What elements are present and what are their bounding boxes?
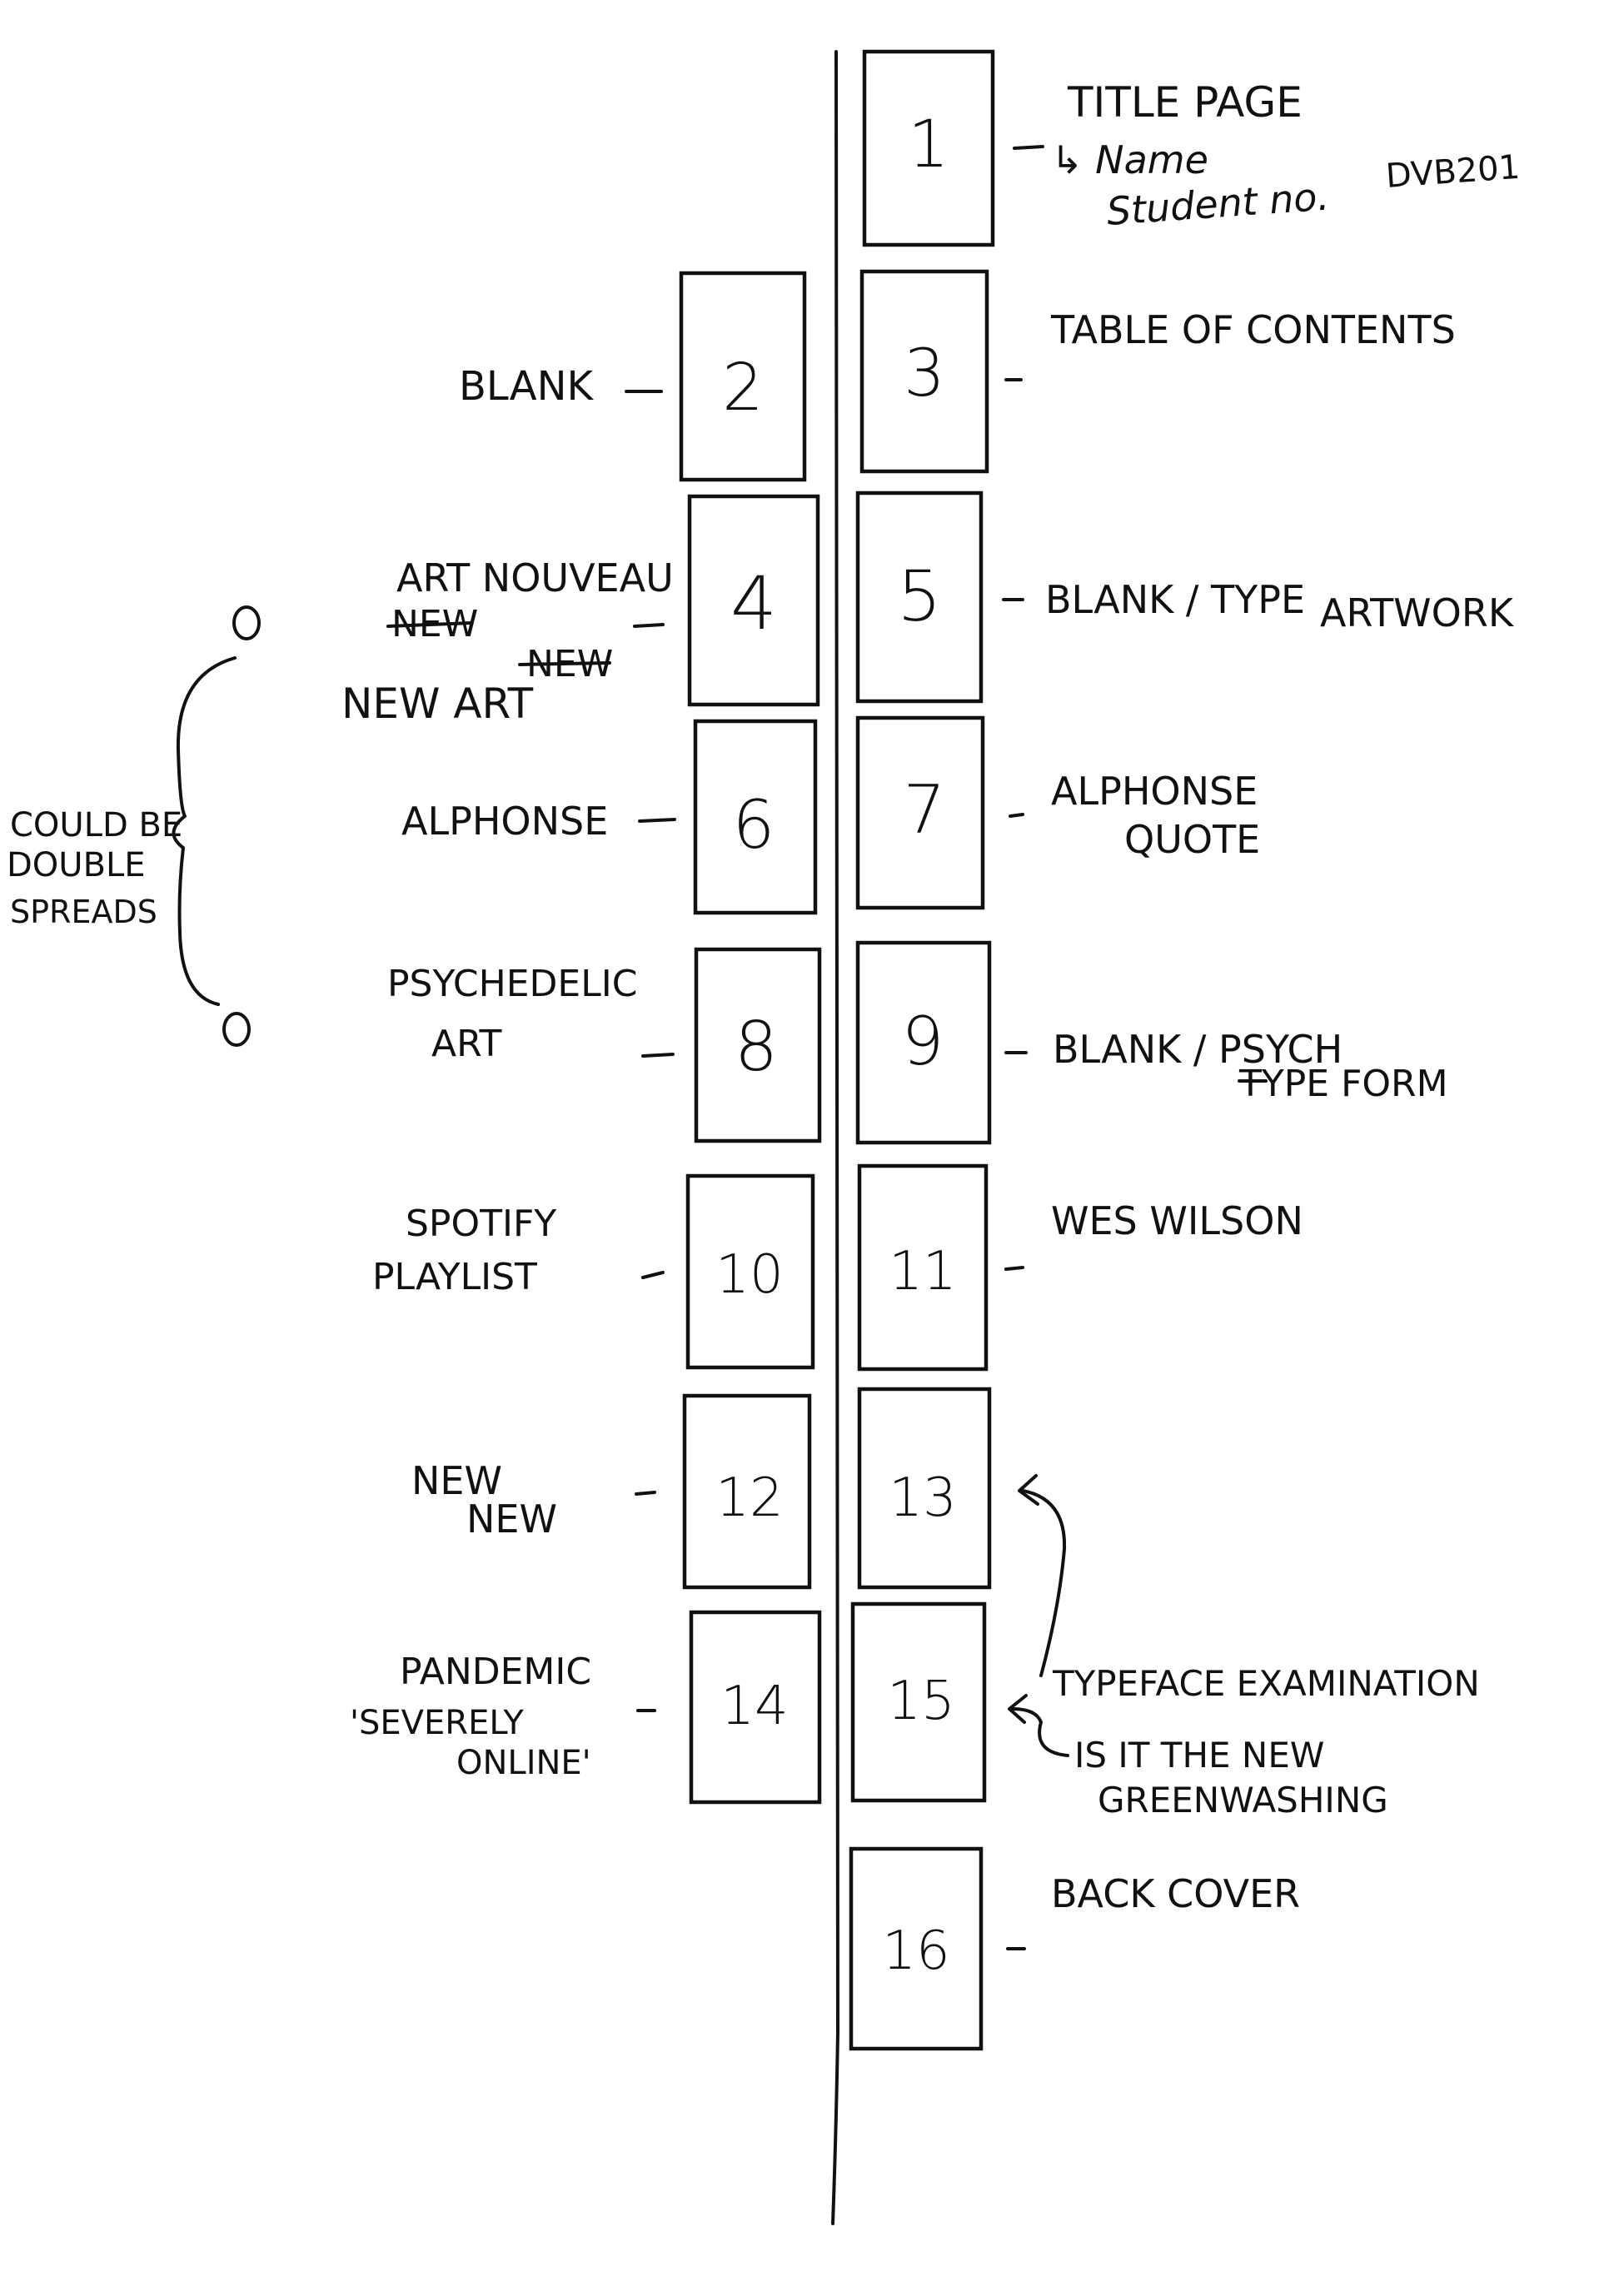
label-could-be: COULD BE bbox=[10, 806, 182, 844]
label-name: ↳ Name bbox=[1051, 137, 1208, 182]
page-number-6: 6 bbox=[733, 786, 775, 864]
page-box-14: 14 bbox=[689, 1610, 822, 1805]
label-type-form: TYPE FORM bbox=[1238, 1063, 1448, 1105]
connector-8 bbox=[641, 1053, 675, 1058]
strikethrough-2 bbox=[518, 661, 611, 666]
strikethrough-1 bbox=[386, 621, 473, 628]
page-box-1: 1 bbox=[862, 49, 995, 247]
page-number-10: 10 bbox=[715, 1244, 783, 1306]
connector-6 bbox=[638, 818, 676, 823]
label-alphonse: ALPHONSE bbox=[401, 799, 608, 844]
connector-7 bbox=[1009, 813, 1024, 818]
label-double: DOUBLE bbox=[7, 846, 146, 884]
label-greenwashing-1: IS IT THE NEW bbox=[1074, 1735, 1324, 1776]
bracket-end-top bbox=[232, 605, 261, 640]
page-box-3: 3 bbox=[859, 269, 989, 474]
label-alphonse-quote-2: QUOTE bbox=[1124, 817, 1260, 862]
label-blank-psych: BLANK / PSYCH bbox=[1053, 1027, 1342, 1072]
connector-1 bbox=[1013, 145, 1044, 150]
curly-bracket bbox=[172, 656, 237, 1006]
label-new-art: NEW ART bbox=[341, 680, 534, 728]
page-number-15: 15 bbox=[887, 1671, 954, 1732]
page-number-11: 11 bbox=[889, 1241, 956, 1302]
arrow-to-page-13 bbox=[1021, 1489, 1067, 1677]
label-psychedelic-1: PSYCHEDELIC bbox=[387, 963, 637, 1005]
label-student-code: DVB201 bbox=[1384, 148, 1521, 196]
label-pandemic-3: ONLINE' bbox=[456, 1744, 591, 1782]
label-table-of-contents: TABLE OF CONTENTS bbox=[1050, 307, 1456, 352]
page-box-11: 11 bbox=[857, 1163, 989, 1372]
page-box-7: 7 bbox=[855, 715, 985, 910]
label-spotify-1: SPOTIFY bbox=[406, 1203, 556, 1245]
label-typeface-examination: TYPEFACE EXAMINATION bbox=[1052, 1663, 1480, 1704]
label-title-page: TITLE PAGE bbox=[1067, 78, 1303, 127]
label-artwork: ARTWORK bbox=[1320, 590, 1515, 635]
label-blank-type: BLANK / TYPE bbox=[1045, 577, 1305, 622]
label-pandemic-2: 'SEVERELY bbox=[350, 1704, 524, 1742]
page-number-16: 16 bbox=[882, 1920, 949, 1982]
connector-4 bbox=[633, 623, 665, 628]
label-greenwashing-2: GREENWASHING bbox=[1098, 1780, 1388, 1820]
page-box-13: 13 bbox=[857, 1387, 992, 1590]
arrowhead-13 bbox=[1018, 1474, 1039, 1506]
label-student-no: Student no. bbox=[1105, 173, 1331, 234]
spine-line bbox=[831, 50, 839, 2225]
label-pandemic-1: PANDEMIC bbox=[400, 1651, 591, 1693]
label-wes-wilson: WES WILSON bbox=[1051, 1198, 1303, 1243]
label-art-nouveau: ART NOUVEAU bbox=[396, 555, 674, 600]
label-spreads: SPREADS bbox=[10, 894, 157, 930]
label-alphonse-quote-1: ALPHONSE bbox=[1051, 769, 1258, 814]
page-number-9: 9 bbox=[902, 1003, 944, 1080]
label-new-new-1: NEW bbox=[411, 1458, 502, 1503]
bracket-end-bottom bbox=[222, 1012, 251, 1047]
arrowhead-15 bbox=[1008, 1694, 1028, 1724]
page-number-2: 2 bbox=[722, 351, 764, 426]
connector-11 bbox=[1004, 1266, 1024, 1271]
page-number-1: 1 bbox=[908, 107, 949, 182]
label-new-new-2: NEW bbox=[466, 1497, 557, 1541]
page-number-4: 4 bbox=[730, 560, 777, 646]
page-box-8: 8 bbox=[694, 947, 822, 1143]
page-box-10: 10 bbox=[685, 1173, 815, 1370]
page-box-16: 16 bbox=[849, 1846, 984, 2051]
page-box-2: 2 bbox=[679, 271, 807, 482]
arrow-to-page-15 bbox=[1011, 1707, 1069, 1757]
connector-10 bbox=[641, 1271, 665, 1279]
connector-12 bbox=[635, 1491, 656, 1496]
label-back-cover: BACK COVER bbox=[1051, 1871, 1300, 1916]
page-number-5: 5 bbox=[897, 555, 941, 637]
page-box-9: 9 bbox=[855, 940, 992, 1145]
page-box-5: 5 bbox=[855, 491, 984, 704]
page-box-12: 12 bbox=[682, 1393, 812, 1590]
page-box-6: 6 bbox=[693, 719, 818, 915]
label-psychedelic-2: ART bbox=[431, 1023, 501, 1065]
label-spotify-2: PLAYLIST bbox=[372, 1256, 537, 1298]
page-number-7: 7 bbox=[904, 771, 946, 849]
page-box-15: 15 bbox=[850, 1601, 987, 1803]
page-box-4: 4 bbox=[687, 494, 820, 707]
page-number-14: 14 bbox=[720, 1676, 788, 1737]
page-number-13: 13 bbox=[889, 1467, 956, 1529]
page-number-3: 3 bbox=[904, 336, 945, 411]
label-blank-2: BLANK bbox=[459, 363, 595, 410]
page-number-12: 12 bbox=[715, 1467, 783, 1529]
page-number-8: 8 bbox=[735, 1008, 778, 1087]
